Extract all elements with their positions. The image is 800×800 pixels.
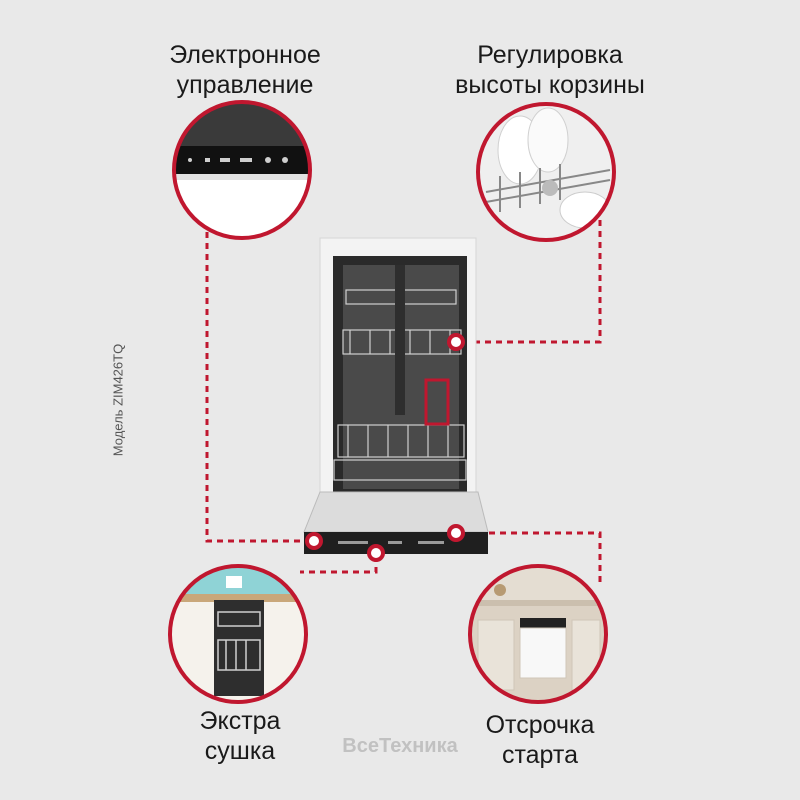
- dishwasher-image: [303, 237, 489, 554]
- basket-height-detail-image: [478, 104, 614, 240]
- feature-label-delay-start: Отсрочка старта: [485, 711, 595, 769]
- extra-dry-detail-image: [170, 566, 306, 702]
- feature-label-extra-dry: Экстра сушка: [199, 707, 281, 765]
- model-label: Модель ZIM426TQ: [110, 343, 126, 457]
- feature-label-basket-height: Регулировка высоты корзины: [455, 41, 645, 99]
- feature-label-electronic-control: Электронное управление: [169, 41, 321, 99]
- watermark: ВсеТехника: [342, 735, 458, 757]
- pin-markers: [305, 333, 465, 562]
- connector-lines: [205, 220, 602, 582]
